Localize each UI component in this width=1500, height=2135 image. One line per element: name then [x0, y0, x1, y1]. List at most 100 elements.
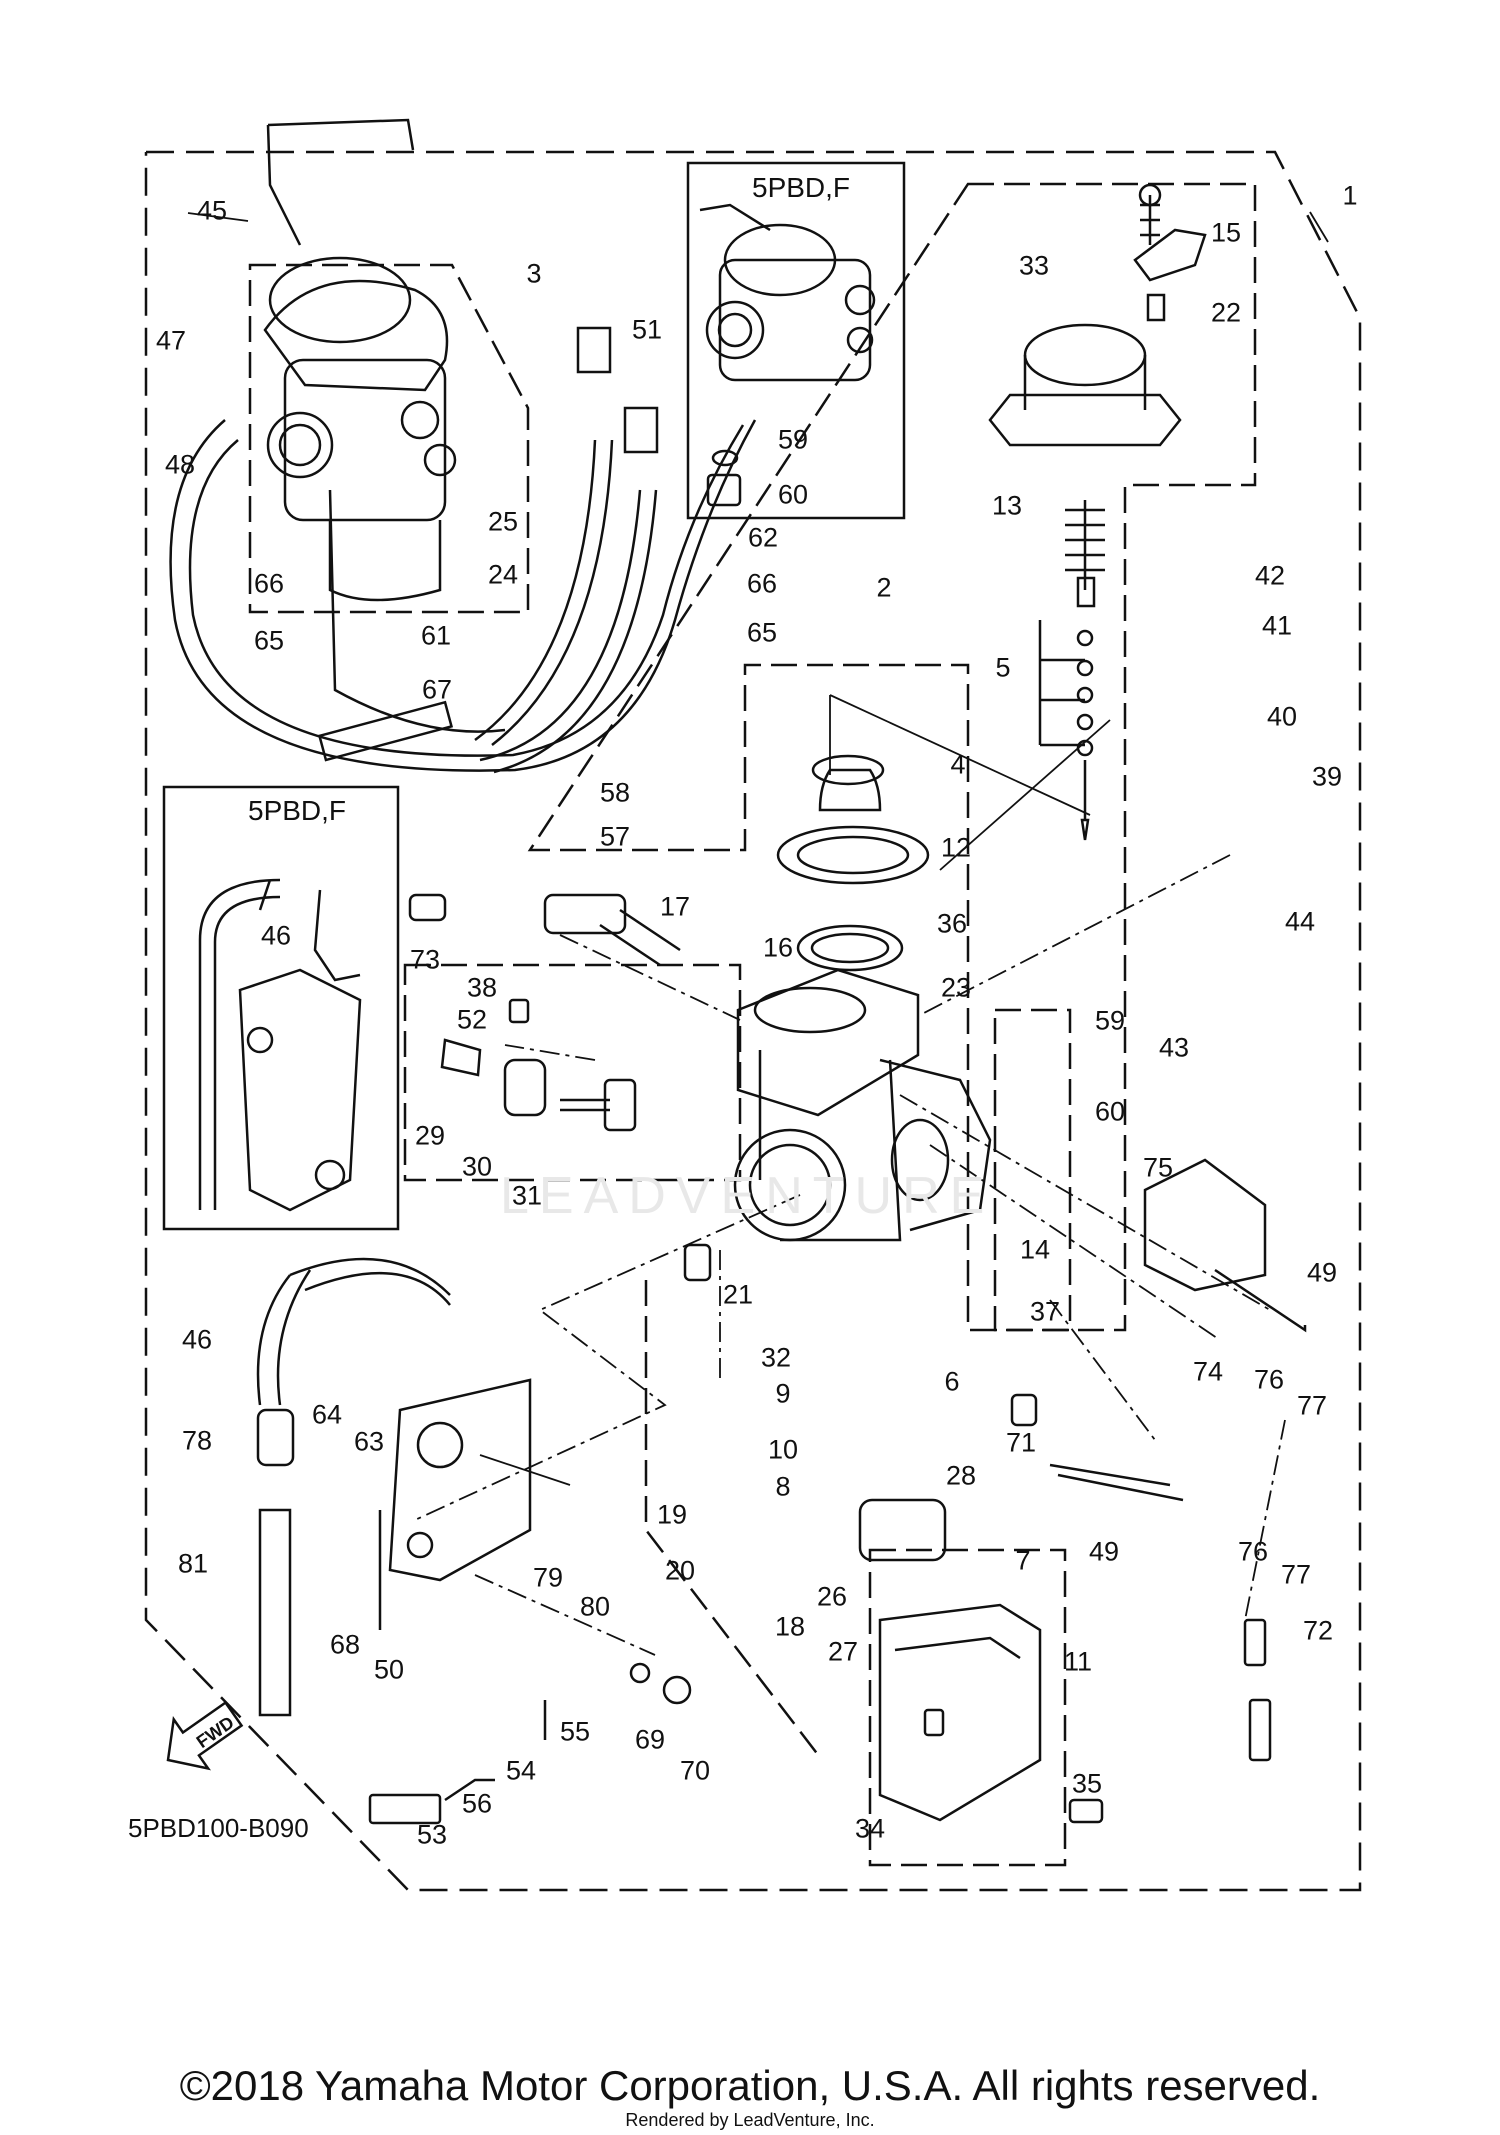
- callout-33: 33: [1018, 250, 1050, 281]
- callout-13: 13: [991, 490, 1023, 521]
- callout-67: 67: [421, 674, 453, 705]
- callout-43: 43: [1158, 1032, 1190, 1063]
- callout-52: 52: [456, 1004, 488, 1035]
- callout-34: 34: [854, 1813, 886, 1844]
- callout-59: 59: [1094, 1005, 1126, 1036]
- callout-37: 37: [1029, 1296, 1061, 1327]
- callout-70: 70: [679, 1755, 711, 1786]
- callout-65-left: 65: [253, 625, 285, 656]
- callout-2: 2: [876, 572, 892, 603]
- callout-65-right: 65: [746, 617, 778, 648]
- callout-5: 5: [995, 652, 1011, 683]
- callout-45: 45: [196, 195, 228, 226]
- callout-12: 12: [940, 832, 972, 863]
- callout-22: 22: [1210, 297, 1242, 328]
- callout-77-lower: 77: [1280, 1559, 1312, 1590]
- callout-50: 50: [373, 1654, 405, 1685]
- callout-69: 69: [634, 1724, 666, 1755]
- callout-16: 16: [762, 932, 794, 963]
- callout-6: 6: [944, 1366, 960, 1397]
- carburetor-assembly-drawing: [263, 118, 457, 602]
- callout-15: 15: [1210, 217, 1242, 248]
- callout-48: 48: [164, 449, 196, 480]
- callout-44: 44: [1284, 906, 1316, 937]
- callout-56: 56: [461, 1788, 493, 1819]
- callout-73: 73: [409, 944, 441, 975]
- callout-23: 23: [940, 972, 972, 1003]
- group-46-boundary: [644, 1280, 823, 1761]
- callout-55: 55: [559, 1716, 591, 1747]
- callout-21: 21: [722, 1279, 754, 1310]
- callout-80: 80: [579, 1591, 611, 1622]
- callout-4: 4: [950, 749, 966, 780]
- callout-66-left: 66: [253, 568, 285, 599]
- callout-77-upper: 77: [1296, 1390, 1328, 1421]
- callout-3: 3: [526, 258, 542, 289]
- carburetor-body-drawing: [733, 754, 992, 1242]
- callout-8: 8: [775, 1471, 791, 1502]
- callout-63: 63: [353, 1426, 385, 1457]
- callout-57: 57: [599, 821, 631, 852]
- callout-14: 14: [1019, 1234, 1051, 1265]
- assembly-boundary: [144, 150, 1362, 1892]
- group-37-boundary: [993, 1008, 1072, 1332]
- callout-25: 25: [487, 506, 519, 537]
- copyright-notice: ©2018 Yamaha Motor Corporation, U.S.A. A…: [179, 2062, 1321, 2109]
- catalog-code: 5PBD100-B090: [128, 1813, 309, 1843]
- callout-26: 26: [816, 1581, 848, 1612]
- callout-9: 9: [775, 1378, 791, 1409]
- callout-59-inset: 59: [777, 424, 809, 455]
- callout-31: 31: [511, 1180, 543, 1211]
- callout-66-right: 66: [746, 568, 778, 599]
- group-3-boundary: [248, 263, 530, 614]
- callout-74: 74: [1192, 1356, 1224, 1387]
- callout-40: 40: [1266, 701, 1298, 732]
- watermark: LEADVENTURE: [500, 1167, 995, 1225]
- inset-5pbd-top: [686, 161, 906, 520]
- callout-75: 75: [1142, 1152, 1174, 1183]
- callout-76-upper: 76: [1253, 1364, 1285, 1395]
- callout-30: 30: [461, 1151, 493, 1182]
- callout-46: 46: [181, 1324, 213, 1355]
- callout-72: 72: [1302, 1615, 1334, 1646]
- callout-11: 11: [1063, 1646, 1093, 1677]
- callout-76-lower: 76: [1237, 1536, 1269, 1567]
- variant-label-left: 5PBD,F: [248, 795, 347, 826]
- callout-53: 53: [416, 1819, 448, 1850]
- callout-68: 68: [329, 1629, 361, 1660]
- callout-71: 71: [1005, 1427, 1037, 1458]
- group-31-boundary: [403, 963, 742, 1182]
- callout-46-inset: 46: [260, 920, 292, 951]
- callout-38: 38: [466, 972, 498, 1003]
- throttle-and-choke-drawing: [408, 893, 712, 1282]
- callout-39: 39: [1311, 761, 1343, 792]
- rendered-by-credit: Rendered by LeadVenture, Inc.: [625, 2110, 875, 2130]
- callout-81: 81: [177, 1548, 209, 1579]
- callout-49-lower: 49: [1088, 1536, 1120, 1567]
- callout-36: 36: [936, 908, 968, 939]
- callout-10: 10: [767, 1434, 799, 1465]
- lower-components-drawing: [256, 1158, 1307, 1825]
- group-11-boundary: [868, 1548, 1067, 1867]
- callout-35: 35: [1071, 1768, 1103, 1799]
- callout-41: 41: [1261, 610, 1293, 641]
- callout-29: 29: [414, 1120, 446, 1151]
- inset-left-intake-drawing: [198, 878, 362, 1212]
- inset-5pbd-left: [162, 785, 400, 1231]
- callout-18: 18: [774, 1611, 806, 1642]
- callout-20: 20: [664, 1555, 696, 1586]
- fuel-hoses-drawing: [169, 326, 757, 774]
- callout-61: 61: [420, 620, 452, 651]
- callout-64: 64: [311, 1399, 343, 1430]
- callout-47: 47: [155, 325, 187, 356]
- diaphragm-cover-drawing: [988, 183, 1207, 841]
- callout-60-inset: 60: [777, 479, 809, 510]
- callout-54: 54: [505, 1755, 537, 1786]
- forward-arrow: [166, 1700, 244, 1771]
- callout-19: 19: [656, 1499, 688, 1530]
- callout-1: 1: [1342, 180, 1358, 211]
- group-2-boundary: [527, 182, 1257, 1332]
- callout-51: 51: [631, 314, 663, 345]
- leader-lines: [187, 211, 1329, 1656]
